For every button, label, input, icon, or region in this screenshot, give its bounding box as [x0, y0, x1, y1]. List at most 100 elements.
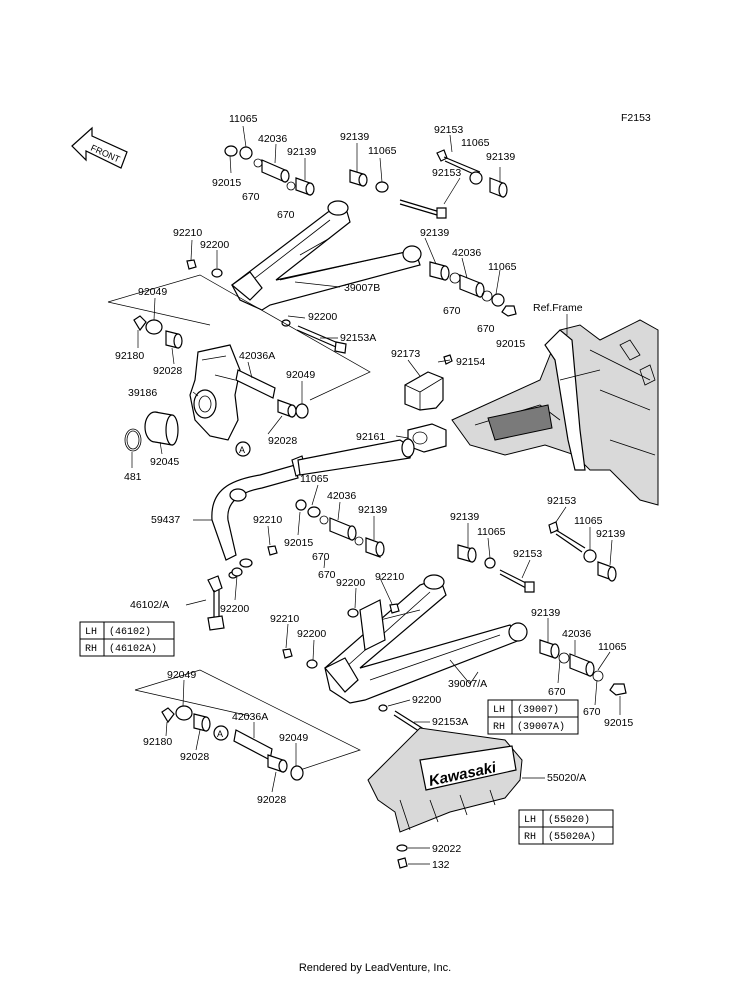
- part-label: 92153: [432, 167, 461, 179]
- part-label: 92049: [138, 286, 167, 298]
- part-label: 92200: [220, 603, 249, 615]
- part-label: 92153: [547, 495, 576, 507]
- part-label: 55020/A: [547, 772, 586, 784]
- part-label: 92210: [253, 514, 282, 526]
- part-label: 92210: [375, 571, 404, 583]
- table-39007: LH (39007) RH (39007A): [487, 699, 579, 735]
- part-label: 42036: [327, 490, 356, 502]
- nut-92015-a: [224, 145, 238, 157]
- part-label: 481: [124, 471, 142, 483]
- part-label: 670: [242, 191, 260, 203]
- part-label: 92153A: [432, 716, 468, 728]
- part-label: 92049: [167, 669, 196, 681]
- table-55020: LH (55020) RH (55020A): [518, 809, 614, 845]
- leader-lines: [131, 125, 621, 865]
- part-label: 92210: [270, 613, 299, 625]
- front-arrow-icon: FRONT: [71, 126, 128, 169]
- credit-footer: Rendered by LeadVenture, Inc.: [298, 962, 452, 974]
- part-label: 92015: [496, 338, 525, 350]
- part-label: 11065: [574, 515, 603, 527]
- table-part: (39007): [517, 704, 559, 716]
- part-label: 92139: [450, 511, 479, 523]
- part-label: 92139: [340, 131, 369, 143]
- part-label: 92139: [596, 528, 625, 540]
- table-part: (55020A): [548, 831, 596, 843]
- part-label: 92139: [531, 607, 560, 619]
- lower-arm-assembly: [231, 499, 627, 745]
- part-label: 92028: [153, 365, 182, 377]
- table-side: RH: [85, 644, 97, 655]
- part-label: 46102/A: [130, 599, 169, 611]
- part-label: 42036: [452, 247, 481, 259]
- part-label: 11065: [598, 641, 627, 653]
- part-label: 92045: [150, 456, 179, 468]
- part-label: 92154: [456, 356, 485, 368]
- part-label: 11065: [368, 145, 397, 157]
- part-label: 92180: [115, 350, 144, 362]
- part-label: 92015: [284, 537, 313, 549]
- part-label: 11065: [488, 261, 517, 273]
- part-label: 92139: [358, 504, 387, 516]
- ref-frame-label: Ref.Frame: [533, 302, 583, 314]
- figure-code: F2153: [621, 112, 651, 124]
- part-label: 92049: [279, 732, 308, 744]
- part-label: 670: [443, 305, 461, 317]
- part-label: 92210: [173, 227, 202, 239]
- stabilizer-bracket: [404, 354, 453, 453]
- knuckle-assembly: A: [107, 274, 371, 457]
- table-part: (55020): [548, 814, 590, 826]
- part-labels: 11065 42036 92139 92015 670 670 92139 11…: [115, 113, 633, 871]
- part-label: 11065: [300, 473, 329, 485]
- lower-knuckle-bushings: A: [134, 669, 361, 781]
- table-part: (46102A): [109, 643, 157, 655]
- part-label: 132: [432, 859, 450, 871]
- part-label: 39007B: [344, 282, 380, 294]
- part-label: 670: [277, 209, 295, 221]
- part-label: 92022: [432, 843, 461, 855]
- table-side: LH: [493, 705, 505, 716]
- part-label: 670: [318, 569, 336, 581]
- upper-arm-assembly: [186, 145, 517, 354]
- part-label: 92173: [391, 348, 420, 360]
- table-side: RH: [493, 722, 505, 733]
- part-label: 92049: [286, 369, 315, 381]
- part-label: 92028: [268, 435, 297, 447]
- part-label: 92015: [604, 717, 633, 729]
- part-label: 92015: [212, 177, 241, 189]
- part-label: 92153: [434, 124, 463, 136]
- part-label: 11065: [229, 113, 258, 125]
- part-label: 92161: [356, 431, 385, 443]
- table-side: LH: [85, 627, 97, 638]
- part-label: 92153A: [340, 332, 376, 344]
- part-label: 92139: [420, 227, 449, 239]
- part-label: 670: [548, 686, 566, 698]
- part-label: 92139: [287, 146, 316, 158]
- table-part: (46102): [109, 626, 151, 638]
- part-label: 39186: [128, 387, 157, 399]
- part-label: 42036A: [232, 711, 268, 723]
- part-label: 92200: [336, 577, 365, 589]
- part-label: 670: [477, 323, 495, 335]
- table-side: LH: [524, 815, 536, 826]
- frame-assembly: Ref.Frame: [451, 302, 659, 506]
- part-label: 42036A: [239, 350, 275, 362]
- part-label: 92200: [308, 311, 337, 323]
- part-label: 92200: [412, 694, 441, 706]
- part-label: 92153: [513, 548, 542, 560]
- part-label: 42036: [258, 133, 287, 145]
- part-label: 11065: [461, 137, 490, 149]
- part-label: 92180: [143, 736, 172, 748]
- callout-a-lower: A: [217, 729, 223, 739]
- table-46102: LH (46102) RH (46102A): [79, 621, 175, 657]
- part-label: 59437: [151, 514, 180, 526]
- part-label: 670: [583, 706, 601, 718]
- part-label: 670: [312, 551, 330, 563]
- callout-a-upper: A: [239, 445, 245, 455]
- part-label: 11065: [477, 526, 506, 538]
- part-label: 92028: [180, 751, 209, 763]
- part-label: 39007/A: [448, 678, 487, 690]
- table-side: RH: [524, 832, 536, 843]
- part-label: 92028: [257, 794, 286, 806]
- link-rod: [207, 575, 225, 631]
